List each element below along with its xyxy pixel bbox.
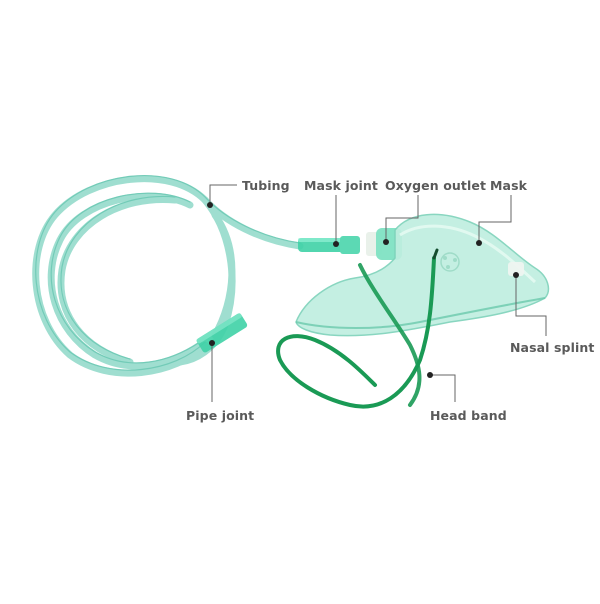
leader-lines xyxy=(209,184,547,402)
mask-body xyxy=(295,213,550,337)
head-band-strap xyxy=(276,248,439,409)
label-nasal-splint: Nasal splint xyxy=(510,340,595,355)
label-tubing: Tubing xyxy=(242,178,290,193)
label-pipe-joint: Pipe joint xyxy=(186,408,255,423)
label-mask-joint: Mask joint xyxy=(304,178,379,193)
label-head-band: Head band xyxy=(430,408,507,423)
leader-dots xyxy=(207,202,519,378)
label-mask: Mask xyxy=(490,178,528,193)
label-oxygen-outlet: Oxygen outlet xyxy=(385,178,487,193)
tubing-coils xyxy=(32,175,304,377)
